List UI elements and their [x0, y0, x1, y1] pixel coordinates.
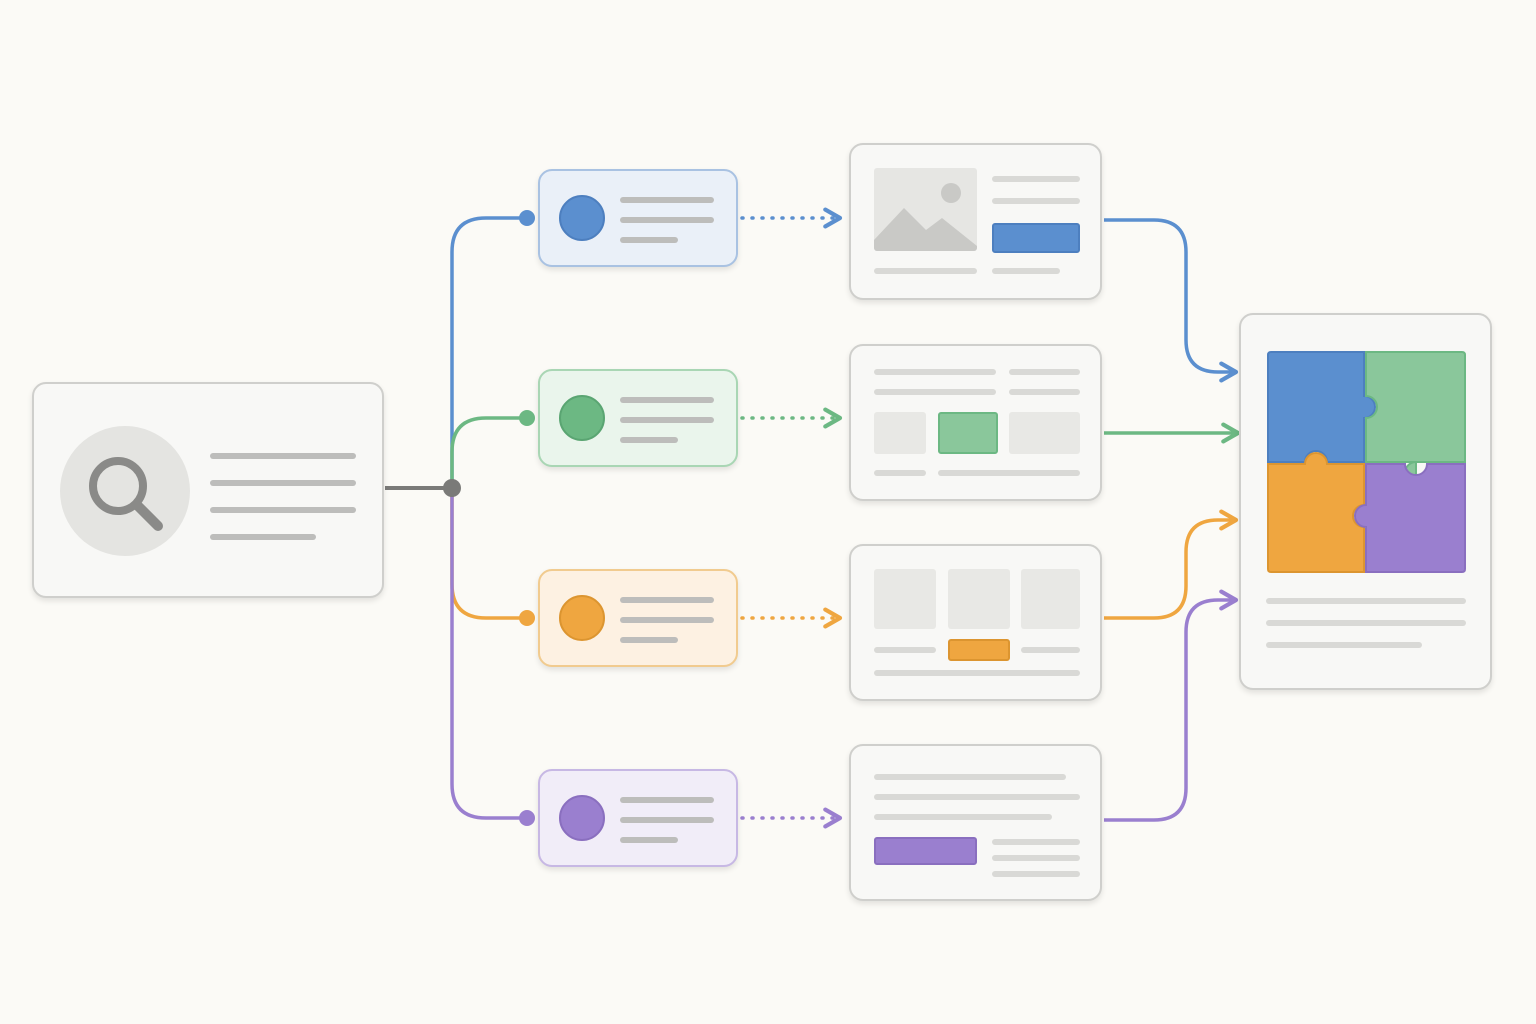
text-line	[210, 534, 316, 540]
merge-arrow-orange	[1104, 509, 1239, 620]
text-line	[620, 237, 678, 243]
gray-tile	[1021, 569, 1080, 629]
text-line	[1266, 598, 1466, 604]
text-line	[620, 437, 678, 443]
branch-dot-green	[519, 410, 535, 426]
branch-connector-orange	[450, 488, 527, 620]
text-line	[210, 507, 356, 513]
blue-button-placeholder	[992, 223, 1080, 253]
text-line	[620, 417, 714, 423]
avatar-blue	[559, 195, 605, 241]
branch-dot-blue	[519, 210, 535, 226]
gray-block	[874, 412, 926, 454]
text-line	[620, 617, 714, 623]
text-line	[992, 839, 1080, 845]
text-line	[1266, 642, 1422, 648]
source-card	[32, 382, 384, 598]
merge-arrow-blue	[1104, 218, 1239, 383]
text-line	[874, 470, 926, 476]
content-card-layout	[849, 344, 1102, 501]
content-card-tiles	[849, 544, 1102, 701]
text-line	[620, 637, 678, 643]
gray-tile	[874, 569, 936, 629]
branch-dot-purple	[519, 810, 535, 826]
image-placeholder-icon	[874, 168, 977, 251]
gray-tile	[948, 569, 1010, 629]
hub-node	[443, 479, 461, 497]
text-line	[938, 470, 1080, 476]
branch-card-blue	[538, 169, 738, 267]
text-line	[992, 268, 1060, 274]
text-line	[874, 268, 977, 274]
text-line	[992, 855, 1080, 861]
green-block-placeholder	[938, 412, 998, 454]
text-line	[874, 794, 1080, 800]
text-line	[620, 197, 714, 203]
text-line	[874, 389, 996, 395]
avatar-green	[559, 395, 605, 441]
text-line	[210, 480, 356, 486]
branch-connector-green	[450, 416, 527, 488]
text-line	[1021, 647, 1080, 653]
text-line	[1009, 389, 1080, 395]
gray-block	[1009, 412, 1080, 454]
text-line	[874, 670, 1080, 676]
purple-button-placeholder	[874, 837, 977, 865]
branch-connector-blue	[450, 216, 527, 488]
text-line	[620, 797, 714, 803]
text-line	[620, 397, 714, 403]
text-line	[210, 453, 356, 459]
text-line	[620, 217, 714, 223]
text-line	[620, 817, 714, 823]
search-icon	[60, 426, 190, 556]
branch-card-orange	[538, 569, 738, 667]
text-line	[1009, 369, 1080, 375]
merge-arrow-purple	[1104, 589, 1239, 822]
branch-card-green	[538, 369, 738, 467]
avatar-orange	[559, 595, 605, 641]
text-line	[874, 369, 996, 375]
branch-card-purple	[538, 769, 738, 867]
result-card	[1239, 313, 1492, 690]
puzzle-icon	[1267, 351, 1466, 573]
content-card-image	[849, 143, 1102, 300]
text-line	[992, 176, 1080, 182]
avatar-purple	[559, 795, 605, 841]
orange-button-placeholder	[948, 639, 1010, 661]
text-line	[874, 814, 1052, 820]
content-card-text	[849, 744, 1102, 901]
text-line	[874, 647, 936, 653]
text-line	[1266, 620, 1466, 626]
text-line	[992, 871, 1080, 877]
text-line	[620, 837, 678, 843]
text-line	[874, 774, 1066, 780]
branch-dot-orange	[519, 610, 535, 626]
text-line	[620, 597, 714, 603]
text-line	[992, 198, 1080, 204]
branch-connector-purple	[450, 488, 527, 820]
